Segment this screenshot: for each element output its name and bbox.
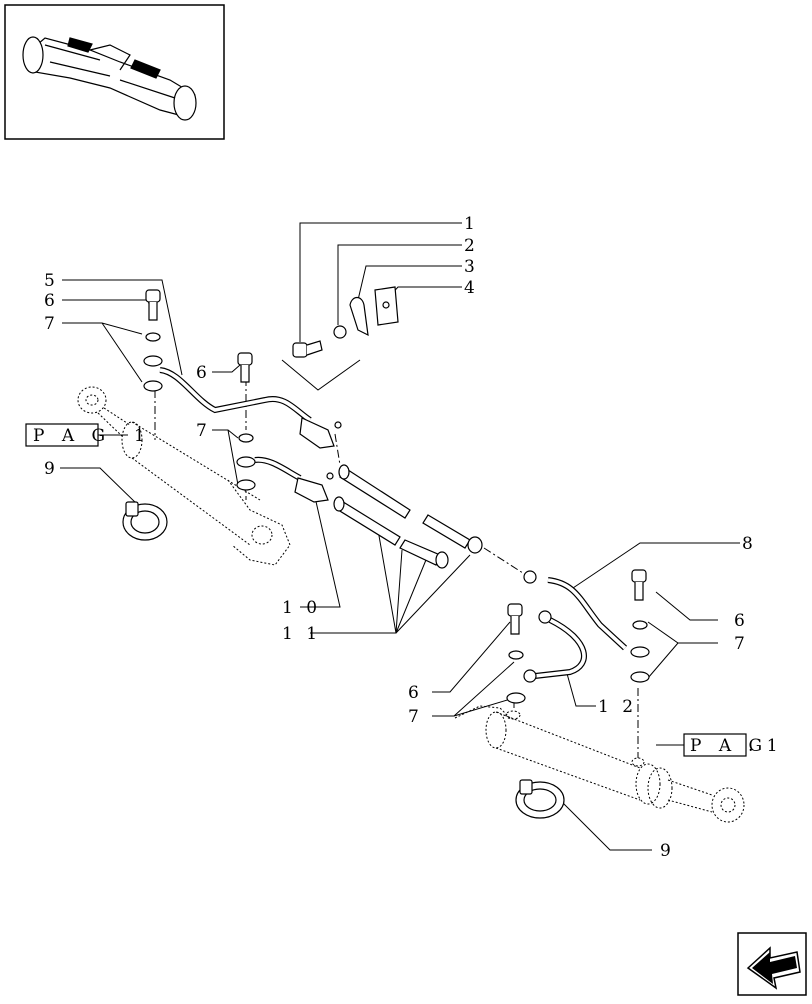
ref-box-left-text: P A G [33,426,111,446]
bolts-washers [143,289,650,704]
ref-box-left[interactable]: P A G 1 [25,423,149,447]
pipes [159,367,628,679]
label-2: 2 [464,236,479,256]
hoses [333,464,483,569]
ref-right-page: . 1 [748,736,782,756]
hose-clamps [122,501,565,819]
label-6-lower: 6 [408,683,423,703]
axle-thumbnail[interactable] [4,4,225,140]
label-1: 1 [464,214,479,234]
label-10: 1 0 [282,598,321,618]
label-5: 5 [44,271,59,291]
label-11: 1 1 [282,624,321,644]
left-cylinder [77,386,291,566]
label-3: 3 [464,257,479,277]
label-7-top-left: 7 [44,314,59,334]
ref-box-right[interactable]: P A G . 1 [656,733,782,757]
part-labels: 1 2 3 4 5 6 7 6 7 9 1 0 1 1 8 6 7 6 7 1 … [44,214,757,861]
label-9-right: 9 [660,841,675,861]
label-7-lower: 7 [408,707,423,727]
right-cylinder [454,705,745,823]
label-6-top-left: 6 [44,291,59,311]
ref-box-right-text: P A G [690,736,768,756]
label-6-right: 6 [734,611,749,631]
tee-fittings [294,417,342,503]
leader-lines [60,222,740,851]
ref-left-page: 1 [134,426,149,446]
label-12: 1 2 [598,697,637,717]
label-9-left: 9 [44,459,59,479]
label-4: 4 [464,278,479,298]
label-8: 8 [742,534,757,554]
clamp-bracket [349,286,399,337]
label-7-center: 7 [196,421,211,441]
label-7-right: 7 [734,634,749,654]
previous-page-arrow-icon[interactable] [737,932,807,996]
label-6-center: 6 [196,363,211,383]
